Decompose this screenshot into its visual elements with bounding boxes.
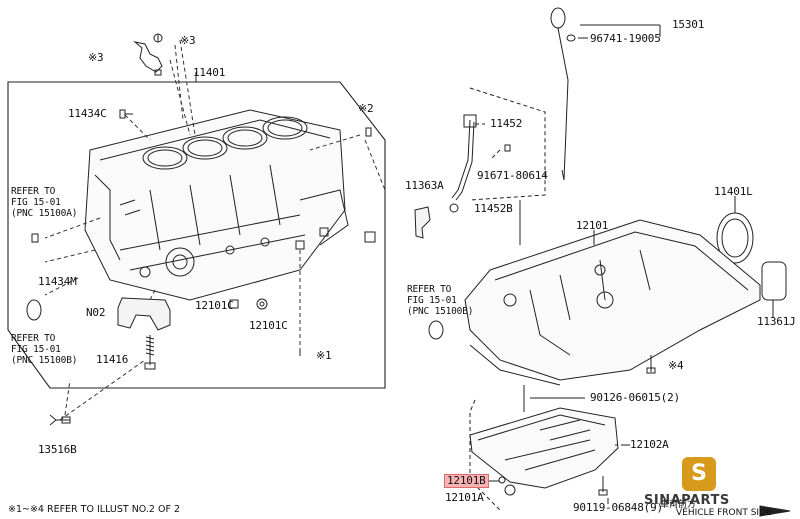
- part-label-13516b: 13516B: [38, 443, 77, 456]
- part-label-11452: 11452: [490, 117, 523, 130]
- refer-line-1: REFER TO: [407, 284, 452, 295]
- oil-pan-upper-12101-icon: [464, 219, 761, 386]
- refer-line-1: REFER TO: [11, 186, 56, 197]
- part-label-15301: 15301: [672, 18, 705, 31]
- part-label-12101: 12101: [576, 219, 609, 232]
- plug-12101c-icon: [256, 298, 268, 310]
- bracket-11363a-icon: [414, 206, 431, 239]
- logo-wordmark: SINAPARTS: [644, 493, 730, 508]
- logo-badge-icon: S: [682, 457, 716, 491]
- part-label-11361j: 11361J: [757, 315, 796, 328]
- mark-3-left: ※3: [88, 51, 104, 64]
- dipstick-15301-icon: [550, 7, 576, 181]
- vehicle-front-jp: 車両前方: [660, 500, 697, 510]
- refer-line-2: FIG 15-01: [11, 197, 61, 208]
- pin-2-icon: [365, 127, 372, 137]
- part-label-90126: 90126-06015(2): [590, 391, 680, 404]
- refer-line-2: FIG 15-01: [11, 344, 61, 355]
- part-label-96741: 96741-19005: [590, 32, 661, 45]
- sensor-13516b-icon: [49, 414, 71, 426]
- cover-11361j-icon: [761, 261, 787, 301]
- part-label-91671: 91671-80614: [477, 169, 548, 182]
- mark-1: ※1: [316, 349, 332, 362]
- oring-right-icon: [428, 320, 444, 340]
- part-label-11401: 11401: [193, 66, 226, 79]
- mark-2: ※2: [358, 102, 374, 115]
- part-label-12102a: 12102A: [630, 438, 669, 451]
- part-label-n02: N02: [86, 306, 106, 319]
- sinaparts-logo: S SINAPARTS: [644, 455, 764, 511]
- refer-line-1: REFER TO: [11, 333, 56, 344]
- part-label-11416: 11416: [96, 353, 129, 366]
- part-label-11363a: 11363A: [405, 179, 444, 192]
- cylinder-block-icon: [84, 109, 376, 301]
- engine-block-frame: [7, 81, 386, 389]
- footnote: ※1~※4 REFER TO ILLUST NO.2 OF 2: [8, 504, 180, 515]
- mark-3-top: ※3: [180, 34, 196, 47]
- refer-line-3: (PNC 15100A): [11, 208, 78, 219]
- part-label-12101a: 12101A: [445, 491, 484, 504]
- dipstick-guide-11452-icon: [449, 114, 477, 213]
- refer-line-2: FIG 15-01: [407, 295, 457, 306]
- front-arrow-icon: [759, 505, 791, 517]
- refer-line-3: (PNC 15100B): [11, 355, 78, 366]
- mark-4: ※4: [668, 359, 684, 372]
- part-label-11401l: 11401L: [714, 185, 753, 198]
- part-label-12101b[interactable]: 12101B: [444, 474, 489, 488]
- part-label-11434m: 11434M: [38, 275, 77, 288]
- refer-line-3: (PNC 15100B): [407, 306, 474, 317]
- bolt-11416-icon: [144, 335, 156, 370]
- oil-pan-lower-12102a-icon: [469, 407, 619, 489]
- pin-11434m-icon: [31, 233, 39, 243]
- dowel-11434c-icon: [119, 109, 126, 119]
- drain-plug-12101a-icon: [504, 484, 516, 496]
- stud-4-icon: [646, 355, 656, 374]
- part-label-90119: 90119-06848(9): [573, 501, 663, 514]
- vehicle-front-en: VEHICLE FRONT SIDE: [676, 508, 772, 518]
- sensor-3-icon: [133, 33, 163, 76]
- part-label-12101c-a: 12101C: [195, 299, 234, 312]
- part-label-11452b: 11452B: [474, 202, 513, 215]
- bearing-cap-n02-icon: [117, 297, 171, 331]
- oring-left-icon: [26, 299, 42, 321]
- part-label-11434c: 11434C: [68, 107, 107, 120]
- part-label-12101c-b: 12101C: [249, 319, 288, 332]
